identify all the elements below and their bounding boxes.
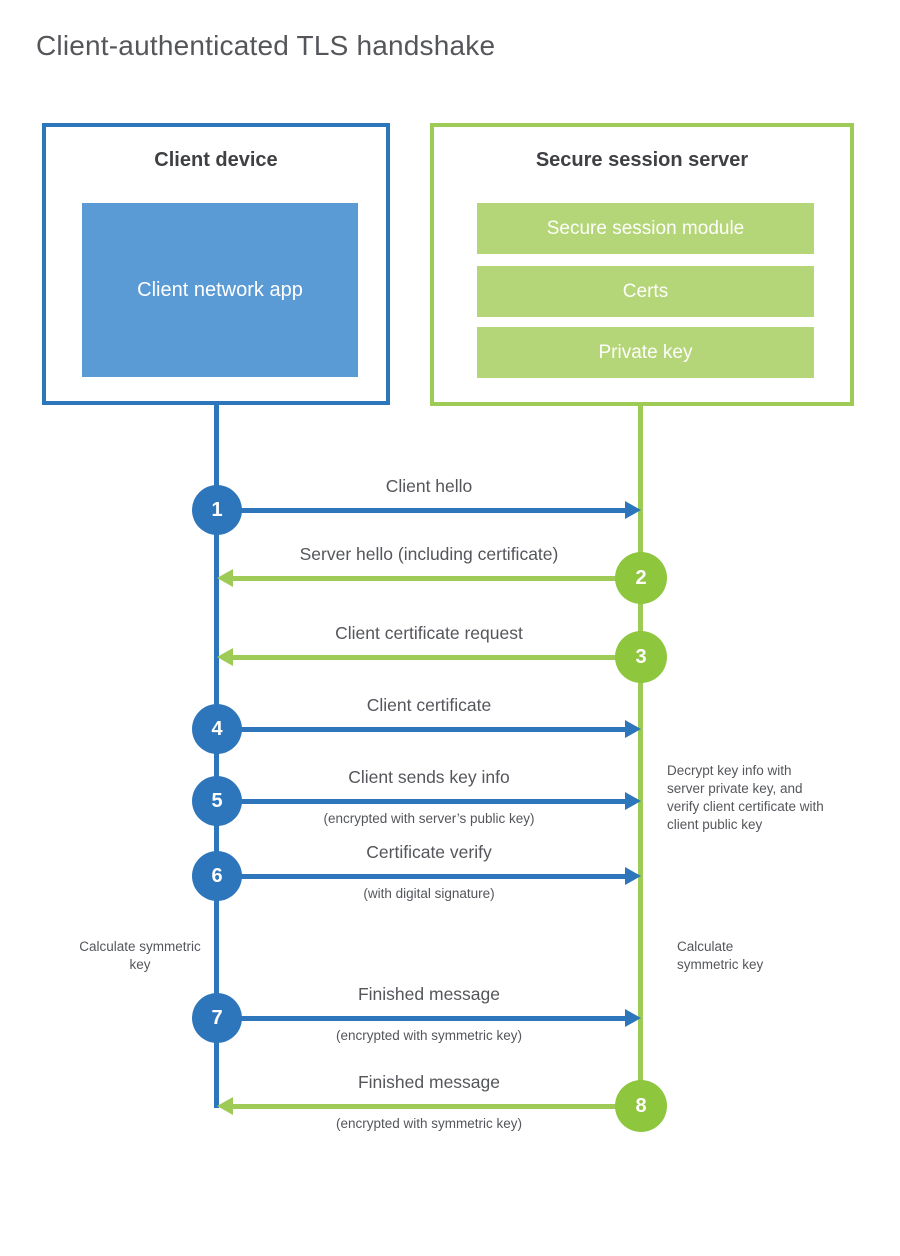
flow-arrow-shaft-step-1 [217,508,627,513]
arrowhead-right-icon-step-1 [625,501,641,519]
flow-arrow-shaft-step-8 [231,1104,641,1109]
step-circle-8: 8 [615,1080,667,1132]
flow-label-step-1: Client hello [385,476,473,496]
step-circle-5: 5 [192,776,242,826]
server-lifeline [638,404,643,1116]
flow-label-step-8: Finished message [357,1072,501,1092]
decrypt-note: Decrypt key info with server private key… [667,763,824,832]
step-circle-6: 6 [192,851,242,901]
client-network-app-label: Client network app [137,279,303,301]
client-device-title: Client device [154,149,278,171]
arrowhead-left-icon-step-2 [217,569,233,587]
server-module-private-key: Private key [477,327,814,378]
flow-label-step-5: Client sends key info [348,767,510,787]
flow-label-step-4: Client certificate [366,695,492,715]
secure-session-server-box: Secure session server Secure session mod… [430,123,854,406]
flow-arrow-shaft-step-5 [217,799,627,804]
flow-arrow-shaft-step-7 [217,1016,627,1021]
calculate-symmetric-key-note-client: Calculate symmetric key [79,939,201,972]
flow-label-step-2: Server hello (including certificate) [299,544,559,564]
arrowhead-left-icon-step-3 [217,648,233,666]
arrowhead-left-icon-step-8 [217,1097,233,1115]
flow-arrow-shaft-step-2 [231,576,641,581]
server-module-secure-session-module: Secure session module [477,203,814,254]
client-network-app-box: Client network app [82,203,358,377]
flow-sublabel-step-5: (encrypted with server’s public key) [323,811,535,826]
client-lifeline [214,403,219,1108]
arrowhead-right-icon-step-6 [625,867,641,885]
flow-label-step-3: Client certificate request [335,623,523,643]
client-device-box: Client device Client network app [42,123,390,405]
step-circle-2: 2 [615,552,667,604]
flow-arrow-shaft-step-6 [217,874,627,879]
page-title: Client-authenticated TLS handshake [36,30,496,61]
step-circle-4: 4 [192,704,242,754]
flow-label-step-7: Finished message [357,984,501,1004]
calculate-symmetric-key-note-server: Calculate symmetric key [677,939,764,972]
flow-sublabel-step-6: (with digital signature) [363,886,495,901]
server-module-certs: Certs [477,266,814,317]
flow-arrow-shaft-step-4 [217,727,627,732]
flow-sublabel-step-8: (encrypted with symmetric key) [335,1116,523,1131]
flow-arrow-shaft-step-3 [231,655,641,660]
flow-sublabel-step-7: (encrypted with symmetric key) [335,1028,523,1043]
step-circle-1: 1 [192,485,242,535]
arrowhead-right-icon-step-5 [625,792,641,810]
arrowhead-right-icon-step-4 [625,720,641,738]
flow-label-step-6: Certificate verify [366,842,492,862]
step-circle-3: 3 [615,631,667,683]
step-circle-7: 7 [192,993,242,1043]
secure-session-server-title: Secure session server [535,149,749,171]
arrowhead-right-icon-step-7 [625,1009,641,1027]
